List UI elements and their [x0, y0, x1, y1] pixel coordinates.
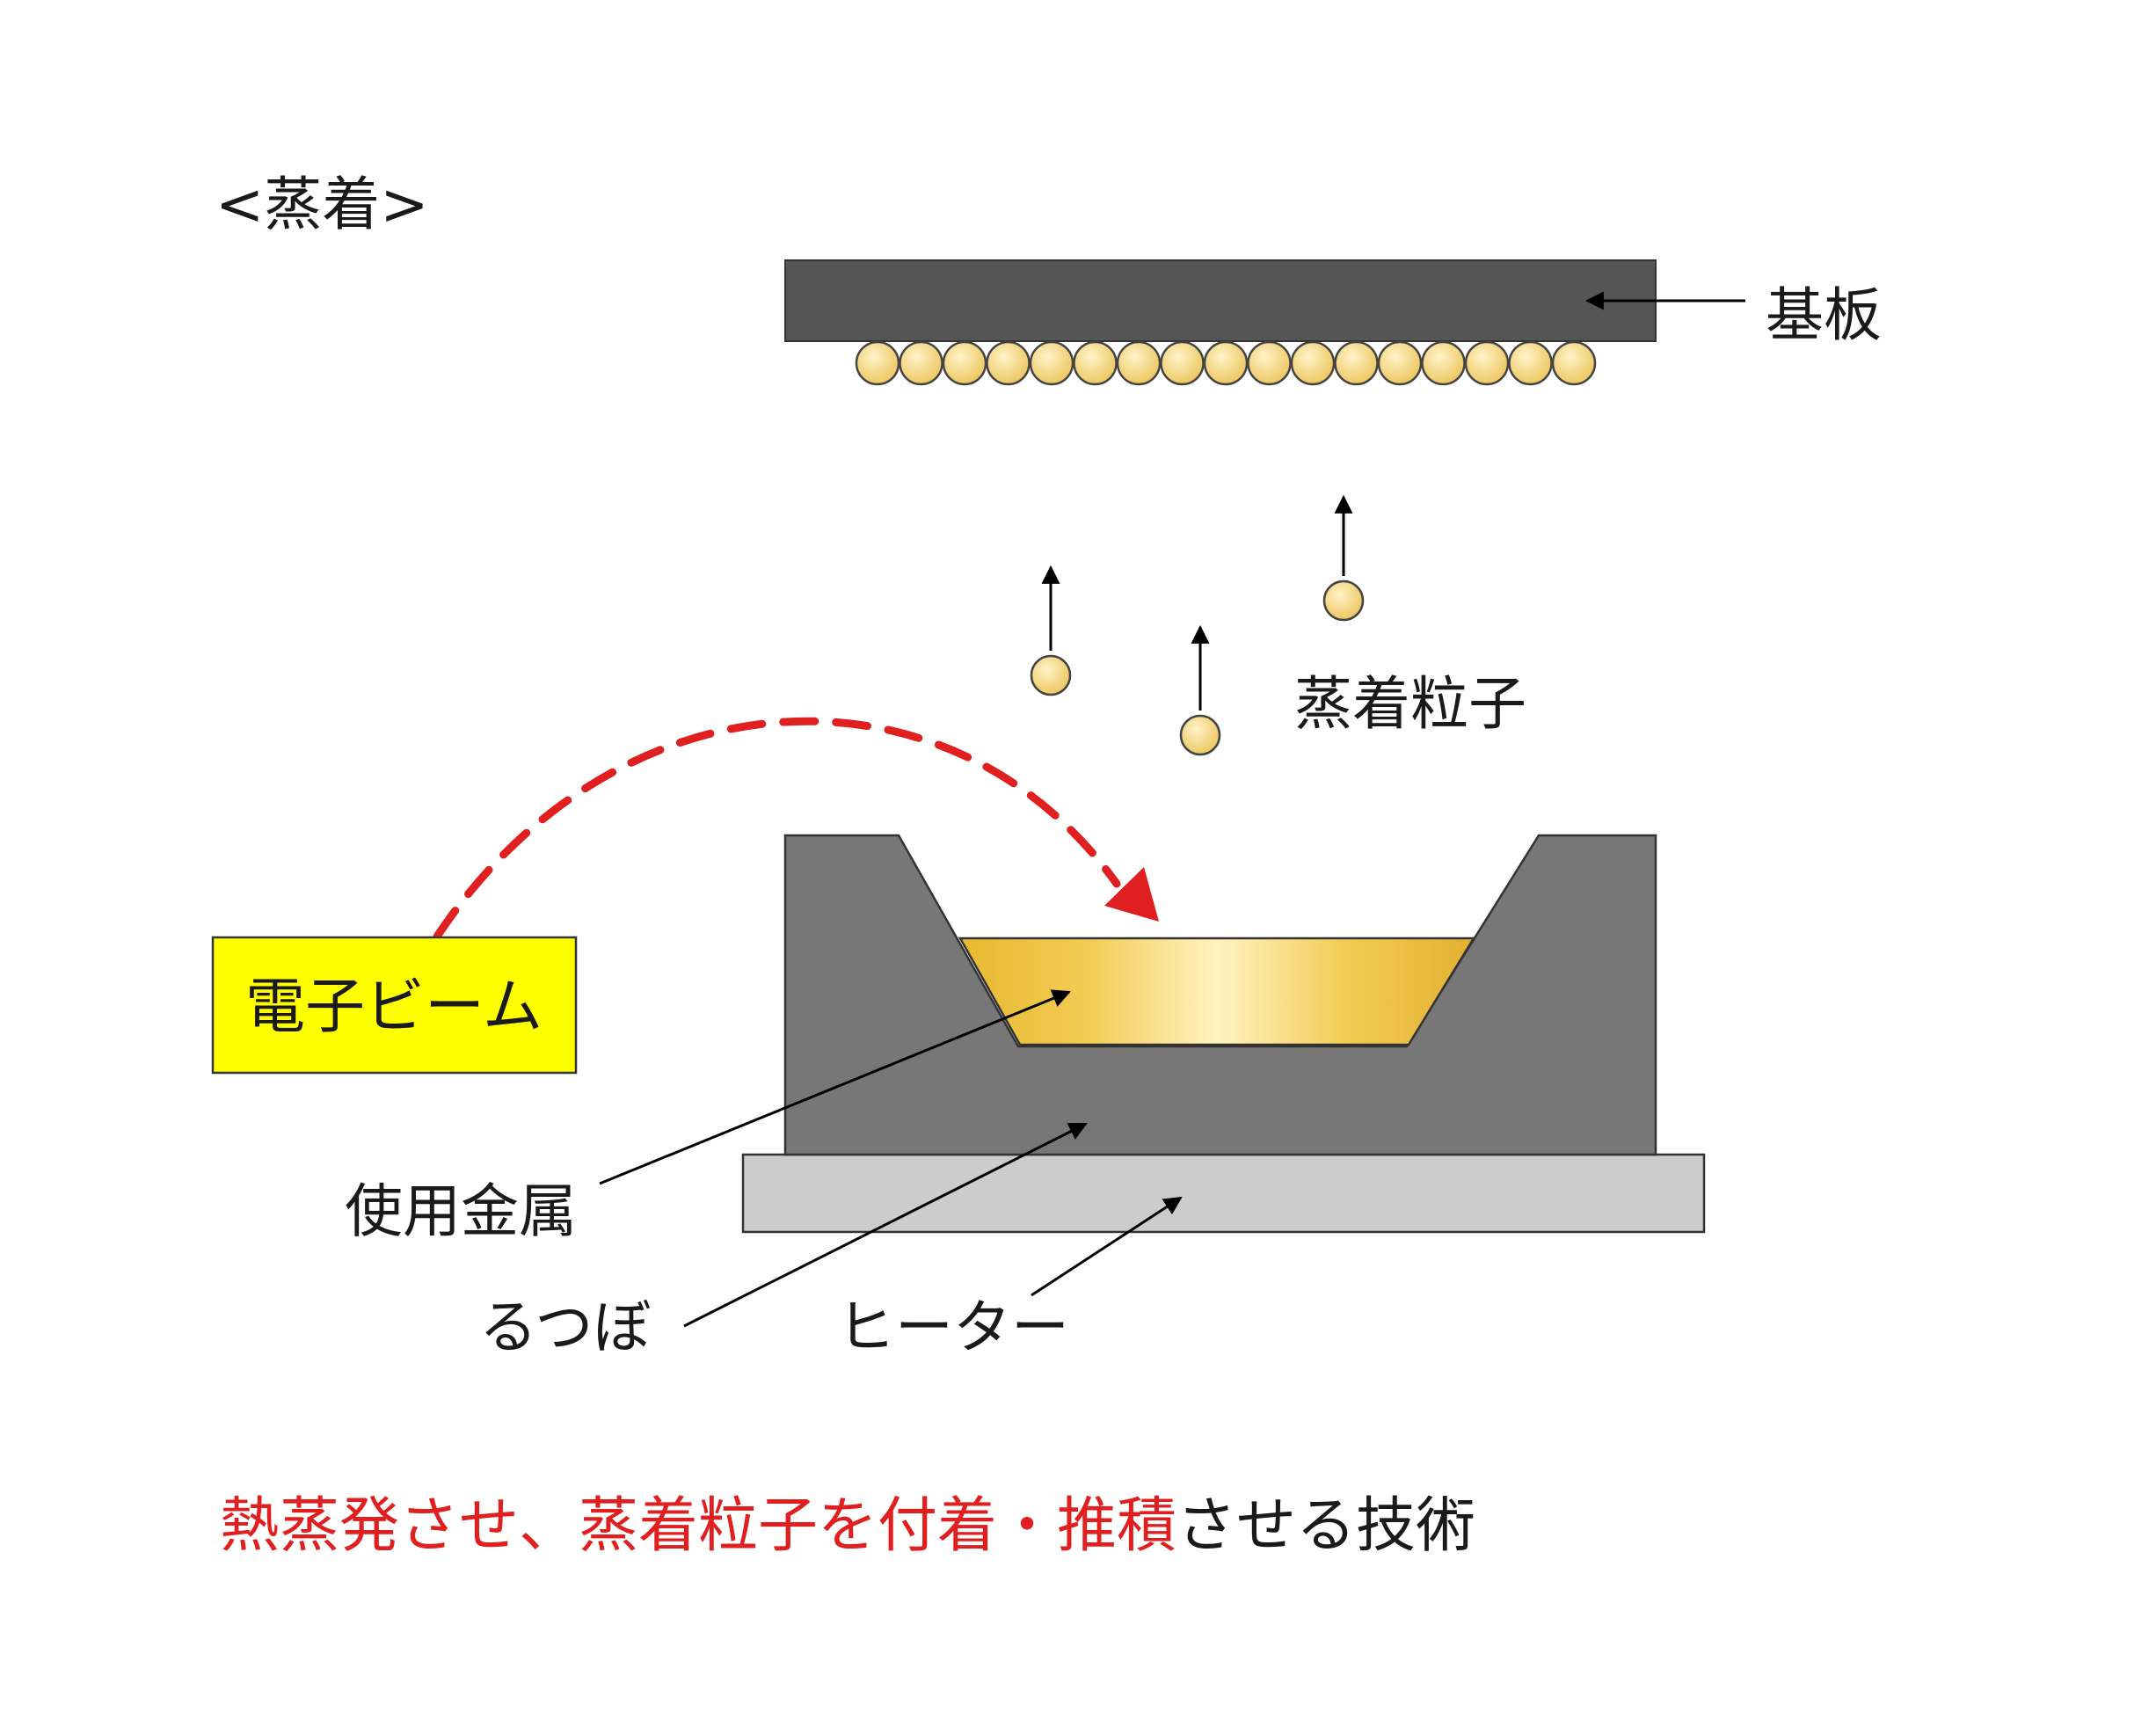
molten-metal — [958, 937, 1476, 1046]
caption-red-part: 熱蒸発させ、蒸着粒子を付着・推積 — [220, 1491, 1176, 1561]
deposited-particle — [1377, 340, 1423, 386]
caption-black-part: させる技術 — [1176, 1491, 1475, 1561]
heater-pointer-line — [1031, 1196, 1183, 1297]
deposited-particle — [1464, 340, 1510, 386]
caption: 熱蒸発させ、蒸着粒子を付着・推積させる技術 — [220, 1491, 1475, 1561]
electron-beam-label: 電子ビーム — [245, 973, 543, 1042]
deposited-particle — [1508, 340, 1553, 386]
crucible-label: るつぼ — [479, 1294, 651, 1361]
deposited-particle — [1203, 340, 1249, 386]
deposited-particle — [1247, 340, 1292, 386]
deposited-particle-row — [855, 340, 1597, 386]
metal-label: 使用金属 — [345, 1177, 577, 1245]
diagram-title: <蒸着> — [215, 171, 429, 238]
deposited-particle — [1551, 340, 1597, 386]
particles-label: 蒸着粒子 — [1294, 670, 1526, 738]
deposited-particle — [1290, 340, 1336, 386]
heater-label: ヒーター — [837, 1294, 1069, 1361]
deposited-particle — [1160, 340, 1205, 386]
electron-beam-box — [211, 936, 578, 1075]
electron-beam-path — [433, 717, 1121, 941]
deposited-particle — [1334, 340, 1379, 386]
heater-plate — [741, 1153, 1706, 1234]
deposited-particle — [1116, 340, 1162, 386]
rising-particle-2 — [1179, 624, 1221, 756]
deposited-particle — [986, 340, 1031, 386]
crucible-pointer-line — [683, 1122, 1088, 1328]
deposited-particle — [1421, 340, 1466, 386]
substrate-plate — [784, 259, 1657, 342]
rising-particle-3 — [1322, 494, 1365, 622]
crucible-body — [783, 834, 1657, 1156]
metal-pointer-line — [599, 989, 1071, 1185]
substrate-label: 基板 — [1766, 281, 1882, 349]
deposited-particle — [899, 340, 943, 386]
deposited-particle — [1073, 340, 1118, 386]
deposited-particle — [942, 340, 987, 386]
deposited-particle — [1029, 340, 1074, 386]
electron-beam-arrowhead — [1104, 867, 1159, 922]
rising-particle-1 — [1030, 565, 1072, 696]
deposited-particle — [855, 340, 900, 386]
